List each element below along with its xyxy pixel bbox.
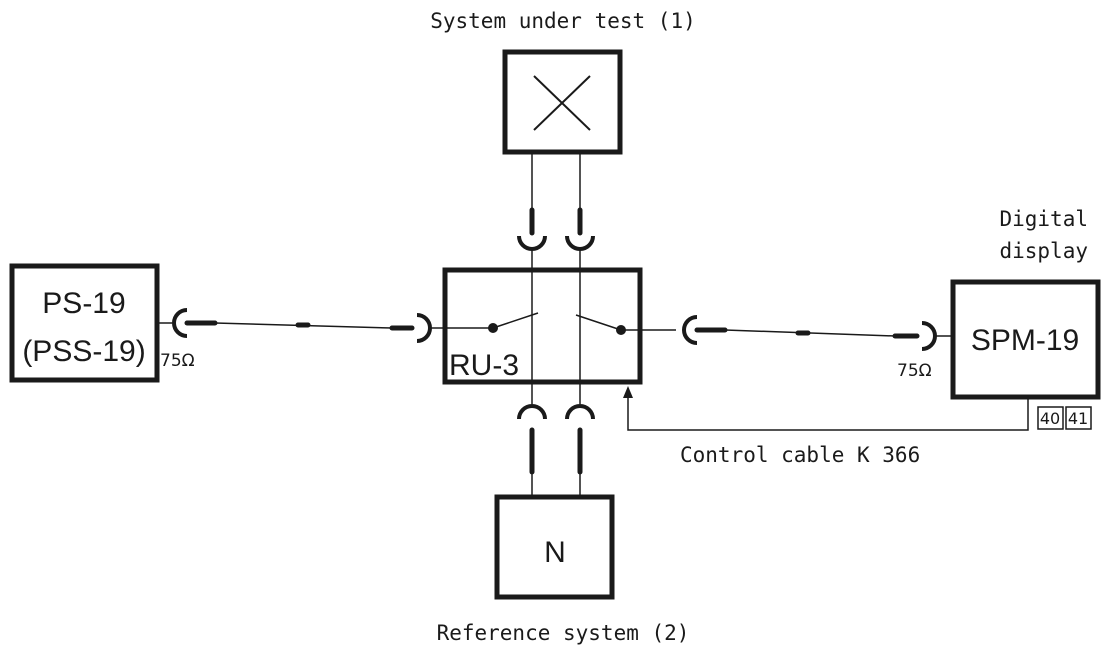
pss19-label: (PSS-19) bbox=[22, 335, 145, 368]
ref-connector-right bbox=[565, 404, 595, 420]
sut-connector-right bbox=[565, 235, 595, 251]
ru3-label: RU-3 bbox=[449, 349, 519, 382]
control-cable-line bbox=[627, 392, 1029, 431]
switch-blade-left bbox=[492, 312, 539, 329]
reference-system-caption: Reference system (2) bbox=[437, 621, 690, 645]
reference-system-block: N bbox=[494, 494, 615, 600]
ps19-label: PS-19 bbox=[42, 287, 125, 320]
spm19-block: SPM-19 bbox=[950, 279, 1101, 400]
ru3-switch-unit: RU-3 bbox=[430, 267, 676, 385]
control-cable-arrow bbox=[623, 386, 633, 398]
digital-display-caption-line2: display bbox=[999, 239, 1088, 263]
ref-connector-left bbox=[517, 404, 547, 420]
reference-symbol: N bbox=[544, 536, 566, 569]
ps19-output-connector bbox=[172, 308, 188, 338]
digital-display-caption-line1: Digital bbox=[999, 207, 1088, 231]
control-cable-caption: Control cable K 366 bbox=[680, 443, 920, 467]
system-under-test-caption: System under test (1) bbox=[430, 9, 696, 33]
impedance-left-label: 75Ω bbox=[160, 351, 195, 371]
impedance-right-label: 75Ω bbox=[897, 361, 932, 381]
ru3-input-connector bbox=[416, 313, 432, 343]
spm19-input-connector bbox=[921, 321, 937, 351]
terminal-41: 41 bbox=[1068, 409, 1088, 428]
sut-connector-left bbox=[517, 235, 547, 251]
ru3-output-connector bbox=[682, 315, 698, 345]
control-terminals: 40 41 bbox=[1037, 406, 1092, 430]
ps19-block: PS-19 (PSS-19) bbox=[9, 263, 160, 383]
terminal-40: 40 bbox=[1040, 409, 1060, 428]
system-under-test-block bbox=[502, 49, 623, 155]
switch-blade-right bbox=[575, 314, 622, 331]
spm19-label: SPM-19 bbox=[971, 324, 1079, 357]
